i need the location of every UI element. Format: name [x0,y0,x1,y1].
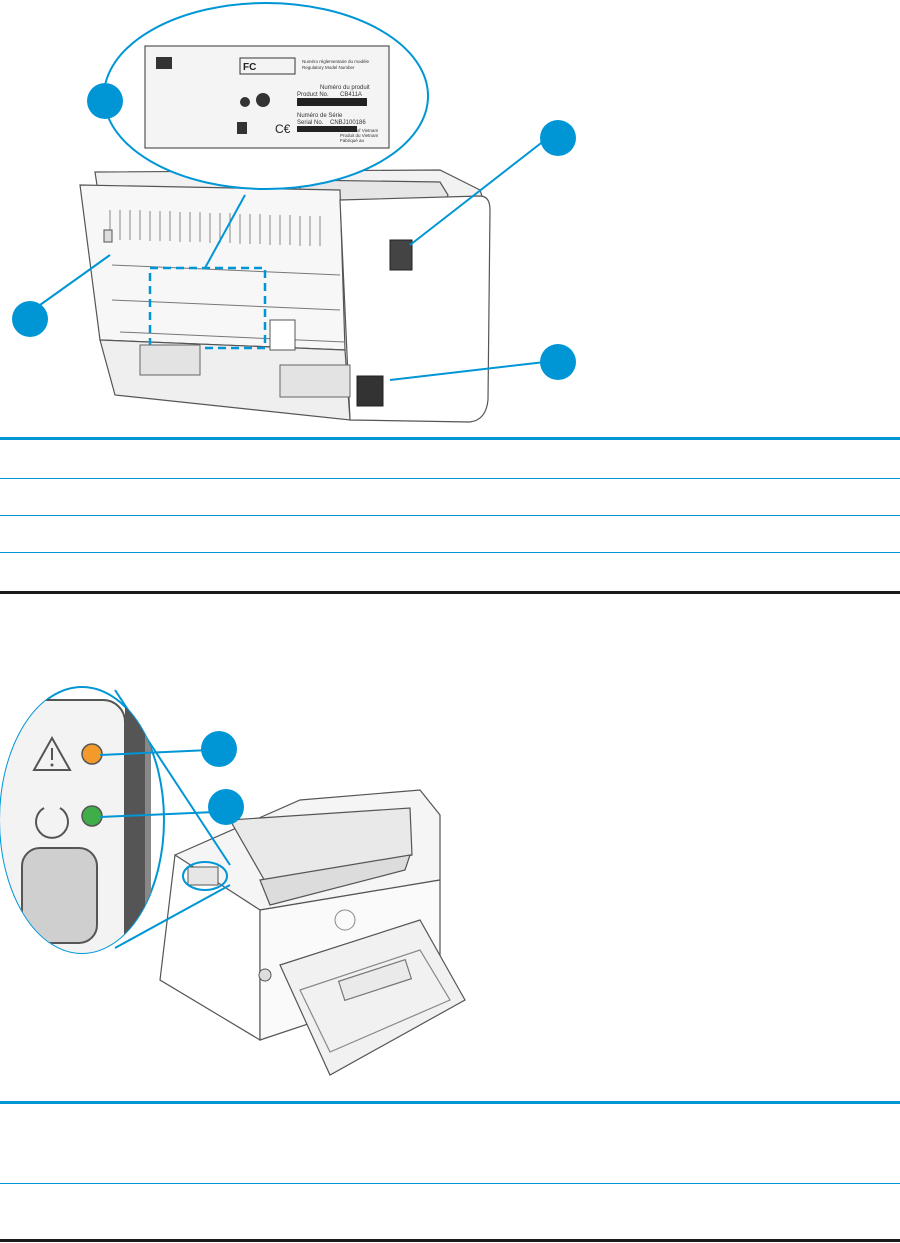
product-barcode [297,98,367,106]
power-connection [356,375,384,407]
printer-back-view-figure: FC Numéro réglementaire du modèle Regula… [0,0,900,438]
certification-mark-icon [256,93,270,107]
svg-text:Numéro du produit: Numéro du produit [320,85,370,91]
attention-light [81,743,103,765]
power-button [258,968,272,982]
hp-logo-icon [156,57,172,69]
table-row-rule [0,1183,900,1184]
callout-marker [201,731,237,767]
table-bottom-rule [0,591,900,594]
rear-door-latch [269,319,296,351]
serial-barcode [297,126,357,132]
svg-text:Product of Vietnam: Product of Vietnam [340,128,378,133]
svg-text:CNBJ100186: CNBJ100186 [330,120,366,126]
table-row-rule [0,552,900,553]
svg-text:Product No.: Product No. [297,92,329,98]
svg-text:Numéro de Série: Numéro de Série [297,113,343,119]
power-ring-icon [35,807,69,839]
svg-text:Fabriqué au: Fabriqué au [340,138,365,143]
regulatory-label: FC Numéro réglementaire du modèle Regula… [144,45,390,149]
warning-triangle-icon [32,735,72,771]
cancel-button [21,847,98,944]
control-panel-figure [0,680,900,1100]
callout-marker [87,83,123,119]
usb-port [389,239,413,271]
ce-mark-icon: C€ [275,122,291,136]
callout-marker [208,789,244,825]
table-header-rule [0,1101,900,1104]
svg-text:CB411A: CB411A [340,92,362,98]
svg-text:Numéro réglementaire du modèle: Numéro réglementaire du modèle [302,59,370,64]
svg-text:FC: FC [243,62,256,73]
printer-back-view-illustration: FC Numéro réglementaire du modèle Regula… [12,2,576,423]
printer-base [139,344,351,398]
certification-mark-icon [240,97,250,107]
regulatory-label-location [148,266,267,350]
control-panel-area [187,866,219,886]
security-lock-slot [103,229,113,243]
svg-text:Regulatory Model Number: Regulatory Model Number [302,65,355,70]
table-bottom-rule [0,1239,900,1242]
weee-icon [237,122,247,134]
table-header-rule [0,437,900,440]
hp-logo-icon [334,909,356,931]
table-row-rule [0,515,900,516]
printer-front-view-illustration [0,686,466,1076]
printer-body-front [159,789,466,1076]
callout-marker [540,120,576,156]
control-panel-zoom [0,687,151,953]
svg-text:Produit du Vietnam: Produit du Vietnam [340,133,378,138]
rear-vents [109,210,321,246]
ready-light [81,805,103,827]
callout-marker [540,344,576,380]
callout-marker [12,301,48,337]
table-row-rule [0,478,900,479]
svg-text:Serial No.: Serial No. [297,120,324,126]
